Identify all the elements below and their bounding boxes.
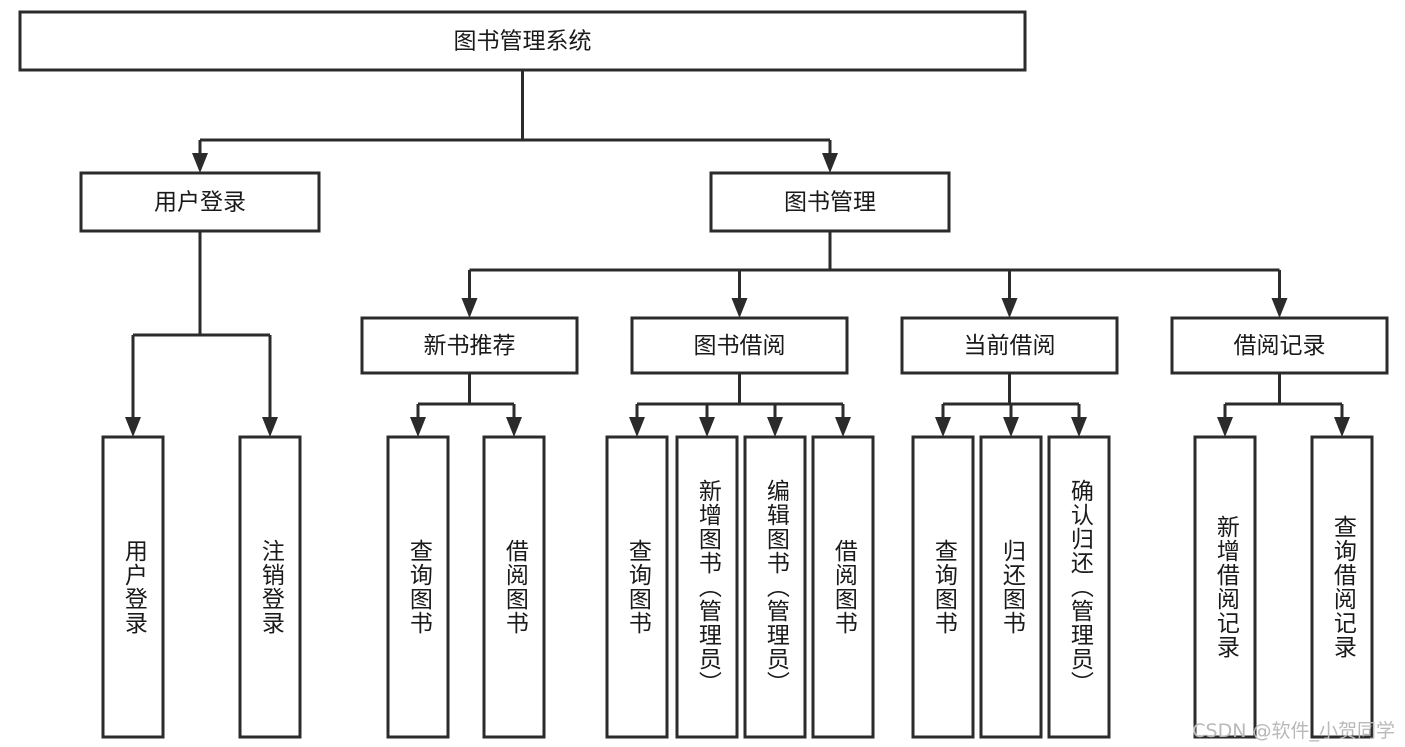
arrow-head-leaf-edit-book	[767, 417, 783, 437]
node-box-leaf-add-borrow-record[interactable]	[1193, 435, 1257, 739]
arrow-head-new-book-recommend	[461, 298, 478, 318]
arrow-head-leaf-add-borrow-record	[1217, 417, 1233, 437]
arrow-head-leaf-user-login	[125, 417, 141, 437]
node-box-leaf-return-book[interactable]	[979, 435, 1043, 739]
node-box-leaf-query-book-borrow[interactable]	[605, 435, 669, 739]
node-label-current-borrow: 当前借阅	[964, 333, 1056, 359]
node-label-book-borrow: 图书借阅	[694, 333, 786, 359]
watermark-text: CSDN @软件_小贺同学	[1192, 720, 1395, 742]
node-box-root[interactable]	[18, 10, 1027, 72]
node-box-user-login[interactable]	[79, 171, 321, 233]
arrow-head-leaf-borrow-book	[835, 417, 851, 437]
arrow-head-current-borrow	[1001, 298, 1018, 318]
node-box-leaf-add-book[interactable]	[675, 435, 739, 739]
node-box-leaf-borrow-book-recommend[interactable]	[482, 435, 546, 739]
arrow-head-leaf-query-book-current	[935, 417, 951, 437]
arrow-head-leaf-logout	[262, 417, 278, 437]
node-label-borrow-record: 借阅记录	[1234, 333, 1326, 359]
node-box-borrow-record[interactable]	[1170, 316, 1389, 375]
arrow-head-borrow-record	[1271, 298, 1288, 318]
node-box-leaf-edit-book[interactable]	[743, 435, 807, 739]
arrow-head-leaf-query-book-recommend	[410, 417, 426, 437]
arrow-head-book-manage	[822, 153, 838, 173]
arrow-head-leaf-add-book	[699, 417, 715, 437]
node-box-new-book-recommend[interactable]	[360, 316, 579, 375]
node-label-root: 图书管理系统	[454, 29, 592, 55]
arrow-head-user-login	[192, 153, 208, 173]
arrow-head-leaf-query-borrow-record	[1334, 417, 1350, 437]
node-box-leaf-user-login[interactable]	[101, 435, 165, 739]
arrow-head-leaf-return-book	[1003, 417, 1019, 437]
connector-layer	[125, 70, 1350, 437]
node-layer	[18, 10, 1389, 739]
node-box-book-manage[interactable]	[709, 171, 951, 233]
node-box-leaf-logout[interactable]	[238, 435, 302, 739]
node-label-book-manage: 图书管理	[784, 190, 876, 216]
node-box-current-borrow[interactable]	[900, 316, 1119, 375]
node-box-book-borrow[interactable]	[630, 316, 849, 375]
node-box-leaf-borrow-book[interactable]	[811, 435, 875, 739]
node-label-new-book-recommend: 新书推荐	[424, 333, 516, 359]
node-box-leaf-query-borrow-record[interactable]	[1310, 435, 1374, 739]
arrow-head-book-borrow	[731, 298, 748, 318]
node-box-leaf-query-book-current[interactable]	[911, 435, 975, 739]
arrow-head-leaf-confirm-return	[1071, 417, 1087, 437]
node-box-leaf-query-book-recommend[interactable]	[386, 435, 450, 739]
node-label-user-login: 用户登录	[154, 190, 246, 216]
arrow-head-leaf-query-book-borrow	[629, 417, 645, 437]
arrow-head-leaf-borrow-book-recommend	[506, 417, 522, 437]
node-box-leaf-confirm-return[interactable]	[1047, 435, 1111, 739]
